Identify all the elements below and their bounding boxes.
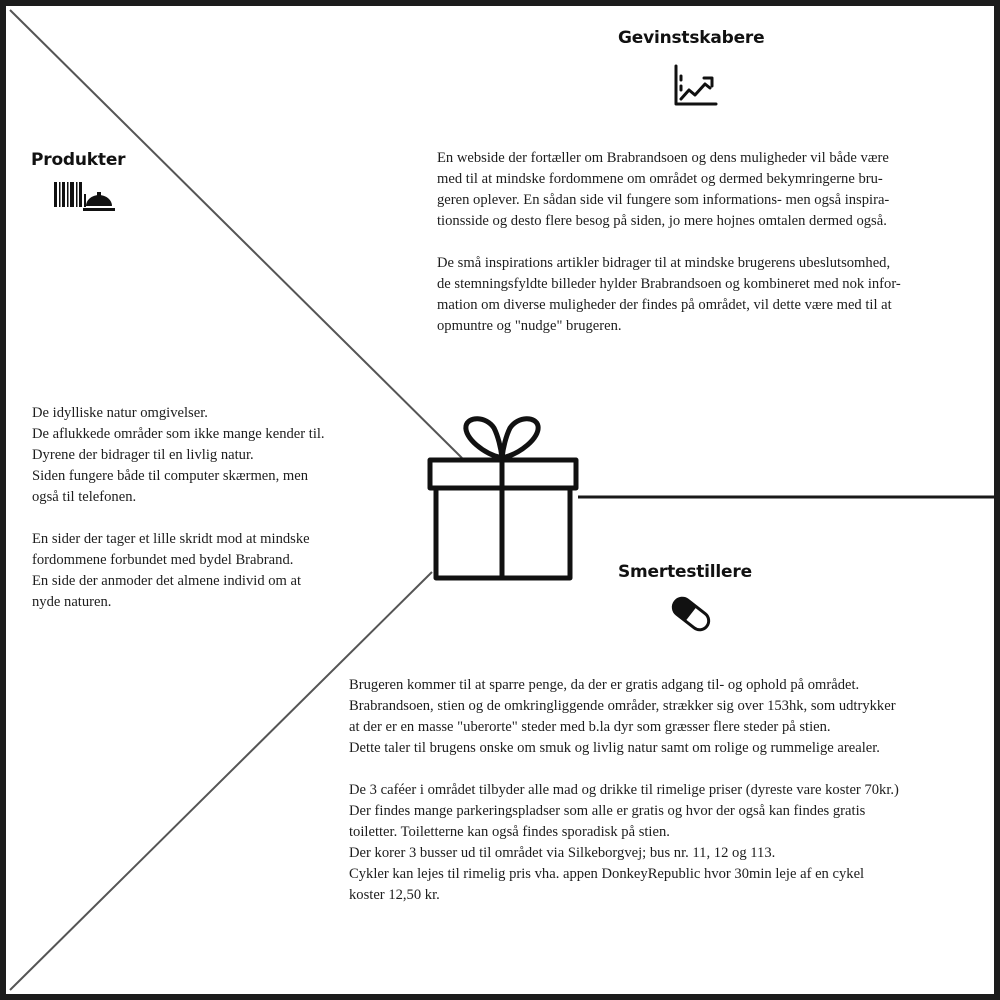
text-line: geren oplever. En sådan side vil fungere… <box>437 192 890 208</box>
text-line: De aflukkede områder som ikke mange kend… <box>32 426 325 442</box>
text-line: Cykler kan lejes til rimelig pris vha. a… <box>349 866 865 882</box>
text-line: En webside der fortæller om Brabrandsoen… <box>437 150 889 166</box>
pain-relievers-text: Brugeren kommer til at sparre penge, da … <box>349 675 989 906</box>
text-line: Siden fungere både til computer skærmen,… <box>32 468 308 484</box>
text-line: Brabrandsoen, stien og de omkringliggend… <box>349 698 896 714</box>
text-line: En side der anmoder det almene individ o… <box>32 573 302 589</box>
gift-icon <box>427 416 579 581</box>
text-line: tionsside og desto flere besog på siden,… <box>437 213 887 229</box>
gain-creators-title: Gevinstskabere <box>618 28 765 48</box>
products-text: De idylliske natur omgivelser. De aflukk… <box>32 403 412 613</box>
text-line: nyde naturen. <box>32 594 112 610</box>
text-line: Der findes mange parkeringspladser som a… <box>349 803 866 819</box>
text-line: Dyrene der bidrager til en livlig natur. <box>32 447 254 463</box>
text-line: toiletter. Toiletterne kan også findes s… <box>349 824 670 840</box>
text-line: Brugeren kommer til at sparre penge, da … <box>349 677 860 693</box>
divider-upper-diagonal <box>9 9 463 459</box>
pain-relievers-title: Smertestillere <box>618 562 752 582</box>
text-line: også til telefonen. <box>32 489 137 505</box>
barcode-cloche-icon <box>54 182 115 211</box>
text-line: En sider der tager et lille skridt mod a… <box>32 531 310 547</box>
divider-lower-diagonal <box>9 571 433 991</box>
text-line: De idylliske natur omgivelser. <box>32 405 208 421</box>
text-line: med til at mindske fordommene om området… <box>437 171 883 187</box>
text-line: De 3 caféer i området tilbyder alle mad … <box>349 782 899 798</box>
products-title: Produkter <box>31 150 126 170</box>
gain-creators-text: En webside der fortæller om Brabrandsoen… <box>437 148 977 337</box>
rising-chart-icon <box>674 64 718 106</box>
text-line: fordommene forbundet med bydel Brabrand. <box>32 552 294 568</box>
text-line: De små inspirations artikler bidrager ti… <box>437 255 891 271</box>
text-line: opmuntre og "nudge" brugeren. <box>437 318 622 334</box>
text-line: mation om diverse muligheder der findes … <box>437 297 892 313</box>
text-line: koster 12,50 kr. <box>349 887 440 903</box>
text-line: Der korer 3 busser ud til området via Si… <box>349 845 776 861</box>
text-line: at der er en masse "uberorte" steder med… <box>349 719 831 735</box>
pill-icon <box>671 596 711 632</box>
text-line: Dette taler til brugens onske om smuk og… <box>349 740 880 756</box>
text-line: de stemningsfyldte billeder hylder Brabr… <box>437 276 901 292</box>
